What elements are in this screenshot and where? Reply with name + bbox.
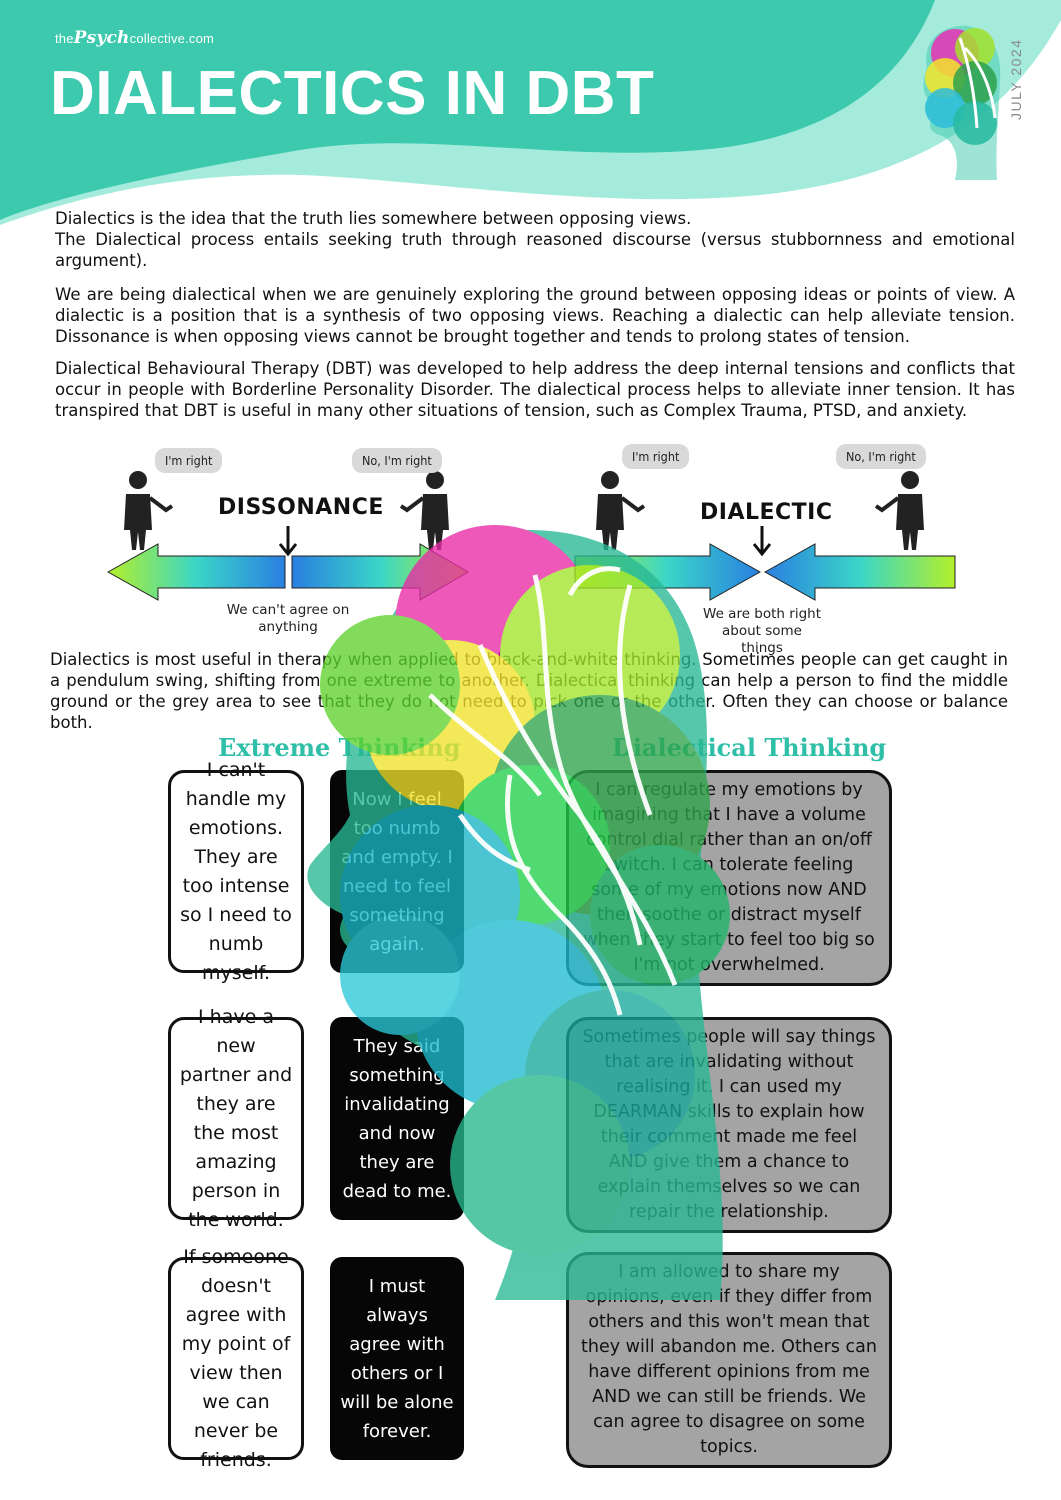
extreme-box-2b: They said something invalidating and now… [330, 1017, 464, 1220]
logo-suffix: collective.com [129, 31, 215, 46]
dialectic-speech-right: No, I'm right [836, 444, 926, 469]
dialectic-label: DIALECTIC [700, 500, 833, 525]
intro-line-2: The Dialectical process entails seeking … [55, 230, 1015, 270]
site-logo[interactable]: thePsychcollective.com [55, 28, 214, 48]
dialectic-caption: We are both right about some things [703, 606, 821, 656]
publish-date: JULY 2024 [1000, 20, 1036, 130]
dialectic-speech-left: I'm right [622, 444, 690, 469]
extreme-box-3b: I must always agree with others or I wil… [330, 1257, 464, 1460]
dialectical-box-2: Sometimes people will say things that ar… [566, 1017, 892, 1233]
extreme-box-3a: If someone doesn't agree with my point o… [168, 1246, 304, 1471]
extreme-box-2a: I have a new partner and they are the mo… [168, 1006, 304, 1231]
logo-prefix: the [55, 31, 74, 46]
dialectic-arrows [574, 526, 956, 601]
dissonance-dialectic-diagram [106, 471, 956, 601]
intro-paragraph-2: We are being dialectical when we are gen… [55, 285, 1015, 346]
colorful-head-logo [923, 25, 1001, 180]
intro-line-1: Dialectics is the idea that the truth li… [55, 209, 692, 228]
logo-script: Psych [73, 28, 130, 48]
intro-paragraph-1: Dialectics is the idea that the truth li… [55, 208, 1015, 271]
dialectical-thinking-heading: Dialectical Thinking [612, 733, 887, 762]
extreme-box-1a: I can't handle my emotions. They are too… [168, 759, 304, 984]
intro-paragraph-3: Dialectical Behavioural Therapy (DBT) wa… [55, 359, 1015, 420]
dialectical-box-3: I am allowed to share my opinions, even … [566, 1252, 892, 1468]
extreme-box-1b: Now I feel too numb and empty. I need to… [330, 770, 464, 973]
dissonance-caption: We can't agree on anything [226, 602, 350, 635]
dissonance-label: DISSONANCE [218, 495, 384, 520]
pendulum-paragraph: Dialectics is most useful in therapy whe… [50, 650, 1008, 732]
dissonance-speech-right: No, I'm right [352, 448, 442, 473]
header-wave-background [0, 0, 1061, 225]
date-text: JULY 2024 [1008, 38, 1024, 120]
dissonance-speech-left: I'm right [155, 448, 223, 473]
page-title: DIALECTICS IN DBT [50, 59, 655, 128]
dialectical-box-1: I can regulate my emotions by imagining … [566, 770, 892, 986]
dissonance-arrows [106, 526, 469, 601]
